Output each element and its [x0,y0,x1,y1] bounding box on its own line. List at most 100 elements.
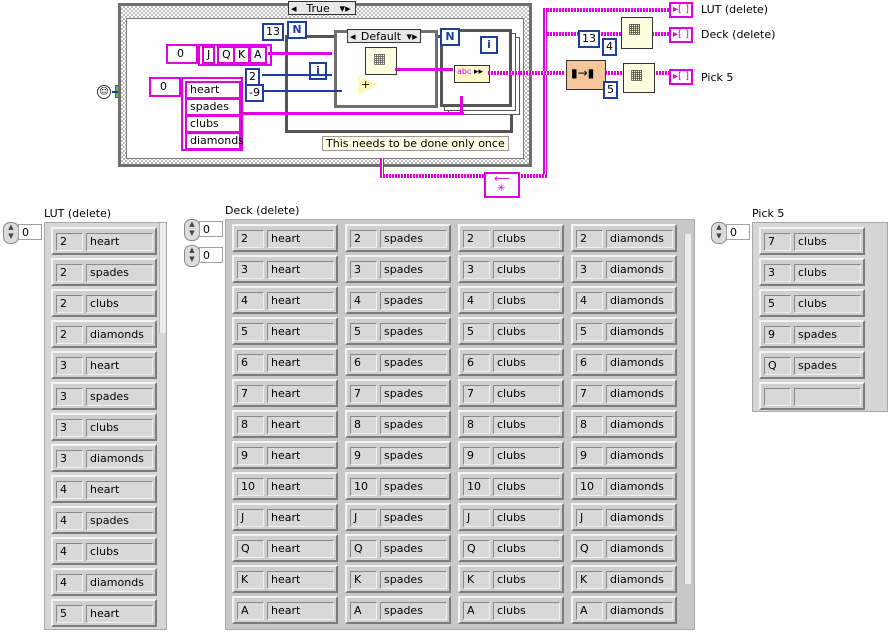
card-suit-field[interactable]: diamonds [606,292,673,310]
spinner-icon[interactable]: ▲▼ [184,219,200,241]
card-suit-field[interactable]: spades [380,385,447,403]
card-value-field[interactable]: J [463,509,490,527]
suits-array-index[interactable]: 0 [149,77,181,97]
lut-array-index[interactable]: ▲▼ 0 [3,222,43,244]
card-suit-field[interactable]: diamonds [86,574,153,592]
card-suit-field[interactable]: spades [380,354,447,372]
card-value-field[interactable]: A [463,602,490,620]
card-suit-field[interactable]: spades [380,323,447,341]
card-value-field[interactable]: 4 [350,292,377,310]
card-suit-field[interactable]: heart [86,481,153,499]
card-suit-field[interactable]: diamonds [606,571,673,589]
card-suit-field[interactable]: spades [794,357,861,375]
card-suit-field[interactable]: spades [380,540,447,558]
deck-array-index-row-value[interactable]: 0 [199,221,223,237]
reshape-array-node[interactable]: ▦ [621,17,653,49]
case-dropdown-icon[interactable]: ▾ [339,2,346,15]
card-suit-field[interactable] [794,388,861,406]
card-suit-field[interactable]: diamonds [606,478,673,496]
card-suit-field[interactable]: heart [267,447,334,465]
card-suit-field[interactable]: heart [267,571,334,589]
card-value-field[interactable]: K [576,571,603,589]
card-suit-field[interactable]: diamonds [606,447,673,465]
card-value-field[interactable]: J [576,509,603,527]
card-value-field[interactable]: 5 [237,323,264,341]
pick-array-index[interactable]: ▲▼ 0 [711,222,751,244]
build-array-node[interactable]: ▦ [365,47,397,75]
card-suit-field[interactable]: clubs [794,264,861,282]
card-value-field[interactable]: 2 [56,233,83,251]
card-suit-field[interactable]: diamonds [606,261,673,279]
card-value-field[interactable]: 9 [463,447,490,465]
spinner-icon[interactable]: ▲▼ [711,222,727,244]
card-suit-field[interactable]: diamonds [606,509,673,527]
card-value-field[interactable]: 5 [56,605,83,623]
card-value-field[interactable]: Q [576,540,603,558]
shuffle-array-node[interactable]: ▮→▮ [566,60,606,90]
card-value-field[interactable]: 9 [350,447,377,465]
card-suit-field[interactable]: spades [380,261,447,279]
card-value-field[interactable]: 5 [764,295,791,313]
card-suit-field[interactable]: heart [267,230,334,248]
concatenate-strings-node[interactable]: abc ▸▸ [454,65,490,83]
pick-count-constant[interactable]: 5 [603,81,618,99]
shift-register-node[interactable]: ⟵ ✳ [484,172,520,198]
card-suit-field[interactable]: spades [380,571,447,589]
spinner-icon[interactable]: ▲▼ [3,222,19,244]
card-suit-field[interactable]: clubs [493,447,560,465]
card-suit-field[interactable]: heart [267,478,334,496]
card-suit-field[interactable]: heart [86,233,153,251]
card-suit-field[interactable]: diamonds [606,416,673,434]
card-suit-field[interactable]: spades [86,388,153,406]
card-value-field[interactable]: K [237,571,264,589]
card-value-field[interactable]: 4 [56,574,83,592]
card-suit-field[interactable]: heart [267,540,334,558]
card-suit-field[interactable]: diamonds [606,602,673,620]
card-value-field[interactable]: 8 [463,416,490,434]
card-value-field[interactable]: 8 [576,416,603,434]
pick-indicator-terminal[interactable]: ▸[ ] [669,69,694,85]
card-suit-field[interactable]: clubs [493,230,560,248]
inner-case-dropdown-icon[interactable]: ▾ [406,30,413,43]
face-array-constant[interactable]: J Q K A [198,44,272,66]
card-value-field[interactable]: 3 [576,261,603,279]
card-value-field[interactable]: 3 [463,261,490,279]
card-suit-field[interactable]: clubs [493,261,560,279]
deck-scrollbar[interactable] [684,234,691,584]
card-suit-field[interactable]: spades [380,230,447,248]
card-suit-field[interactable]: clubs [493,416,560,434]
right-count-constant[interactable]: 13 [578,30,600,48]
case-selector[interactable]: ◂ True ▾▸ [288,1,356,15]
card-suit-field[interactable]: heart [267,292,334,310]
case-prev-icon[interactable]: ◂ [291,2,297,15]
card-suit-field[interactable]: diamonds [606,354,673,372]
card-value-field[interactable]: 7 [764,233,791,251]
card-value-field[interactable]: 4 [463,292,490,310]
card-suit-field[interactable]: diamonds [606,230,673,248]
card-value-field[interactable]: K [463,571,490,589]
card-value-field[interactable]: 5 [576,323,603,341]
card-value-field[interactable]: 3 [237,261,264,279]
card-value-field[interactable]: 4 [56,481,83,499]
lut-scrollbar[interactable] [159,223,166,333]
card-suit-field[interactable]: spades [380,602,447,620]
card-value-field[interactable]: 6 [576,354,603,372]
inner-case-next-icon[interactable]: ▸ [412,30,418,43]
card-value-field[interactable]: J [350,509,377,527]
card-value-field[interactable]: 6 [463,354,490,372]
suits-array-constant[interactable]: heart spades clubs diamonds [181,77,244,151]
card-suit-field[interactable]: spades [380,509,447,527]
array-subset-node[interactable]: ▦ [623,63,655,93]
card-value-field[interactable]: 10 [576,478,603,496]
card-value-field[interactable]: A [576,602,603,620]
card-value-field[interactable]: 3 [56,388,83,406]
card-value-field[interactable]: 6 [350,354,377,372]
right-count-constant-4[interactable]: 4 [602,38,617,56]
card-value-field[interactable]: 10 [350,478,377,496]
card-suit-field[interactable]: heart [267,354,334,372]
card-value-field[interactable]: Q [350,540,377,558]
card-suit-field[interactable]: spades [380,416,447,434]
card-suit-field[interactable]: heart [86,605,153,623]
card-suit-field[interactable]: heart [267,416,334,434]
card-value-field[interactable]: 3 [56,419,83,437]
